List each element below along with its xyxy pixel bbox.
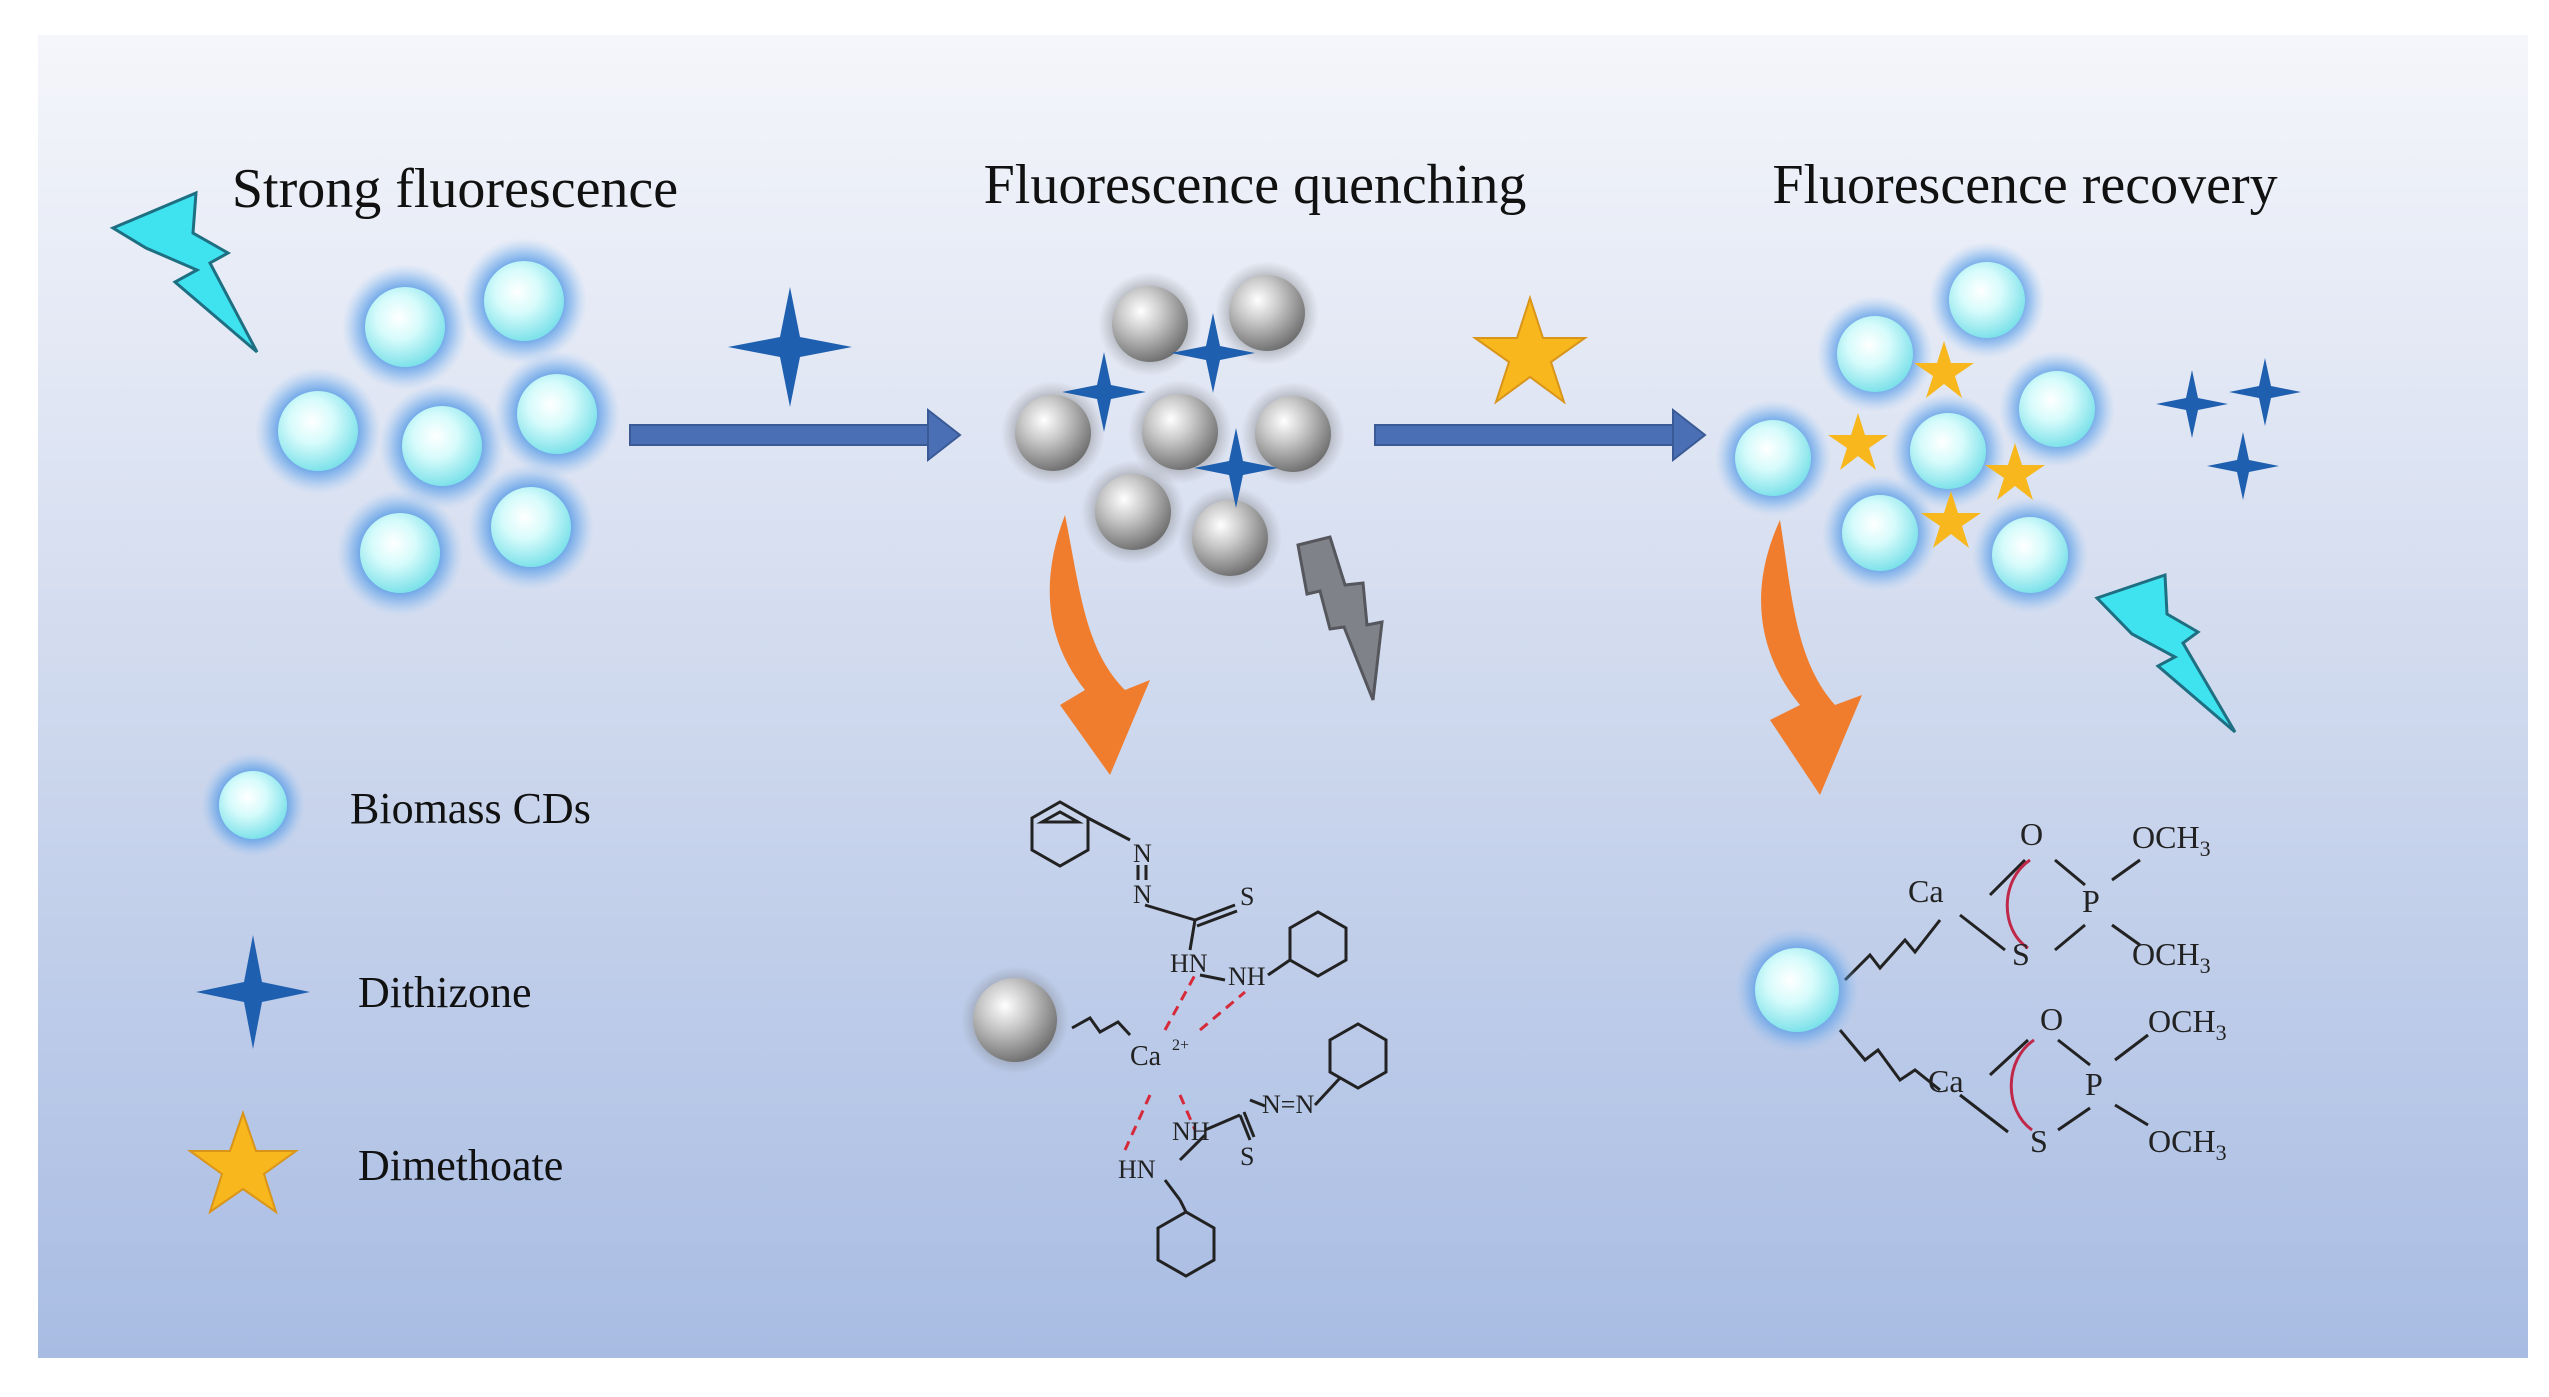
benzene-ring (1030, 800, 1090, 868)
reaction-arrow-1 (629, 407, 962, 463)
released-dithizone (2156, 358, 2301, 500)
title-fluorescence-recovery: Fluorescence recovery (1772, 154, 2277, 216)
dimethoate-icon (1471, 294, 1589, 405)
cd-sphere (1929, 242, 2045, 358)
dithizone-icon (728, 287, 852, 407)
quenched-sphere (1178, 486, 1282, 590)
chelate-bonds (2005, 858, 2035, 1132)
group-och3: OCH3 (2148, 1003, 2227, 1045)
atom-s: S (1240, 1142, 1254, 1171)
cd-sphere (255, 368, 381, 494)
lightning-bolt-icon (109, 190, 259, 354)
atom-ca: Ca (1908, 873, 1944, 909)
atom-n: N (1133, 839, 1152, 868)
group-och3: OCH3 (2148, 1123, 2227, 1165)
atom-nh: NH (1172, 1117, 1210, 1146)
dithizone-icon (2207, 432, 2279, 500)
legend-label-dimethoate: Dimethoate (358, 1141, 563, 1190)
coordination-bonds (1123, 974, 1246, 1151)
curved-arrow-recovery (1761, 520, 1862, 795)
quenched-sphere (1215, 261, 1319, 365)
cd-sphere (379, 383, 505, 509)
legend-label-cds: Biomass CDs (350, 784, 591, 833)
curved-arrow-quenching (1049, 515, 1150, 775)
legend-dimethoate-icon (186, 1109, 300, 1215)
cd-sphere (1822, 475, 1938, 591)
legend-dithizone-icon (196, 935, 310, 1049)
quenched-sphere (1001, 381, 1105, 485)
lightning-bolt-gray-icon (1296, 535, 1384, 701)
quenched-sphere (1098, 272, 1202, 376)
cd-cluster-strong (255, 238, 620, 616)
cd-sphere (468, 464, 594, 590)
cd-sphere (461, 238, 587, 364)
atom-p: P (2085, 1066, 2103, 1102)
atom-ca: Ca (1130, 1041, 1162, 1072)
atom-nh: NH (1228, 962, 1266, 991)
legend-label-dithizone: Dithizone (358, 968, 532, 1017)
dimethoate-icon (1985, 443, 2045, 500)
group-och3: OCH3 (2132, 936, 2211, 978)
chemical-structure-left (1030, 800, 1388, 1278)
atom-o: O (2020, 816, 2043, 852)
atom-o: O (2040, 1001, 2063, 1037)
background-panel (38, 35, 2528, 1358)
atom-s: S (2012, 936, 2030, 972)
dimethoate-icon (1828, 413, 1888, 470)
atom-hn: HN (1118, 1155, 1156, 1184)
lightning-bolt-icon (2094, 572, 2237, 734)
dithizone-icon (1194, 428, 1278, 508)
cd-sphere (494, 351, 620, 477)
legend: Biomass CDs Dithizone Dimethoate (186, 753, 591, 1215)
quenched-sphere (1128, 380, 1232, 484)
cd-sphere (1715, 400, 1831, 516)
cd-sphere (342, 264, 468, 390)
dithizone-icon (1171, 313, 1255, 393)
quenched-sphere (1081, 460, 1185, 564)
atom-n: N (1133, 880, 1152, 909)
title-strong-fluorescence: Strong fluorescence (232, 158, 678, 220)
dimethoate-icon (1914, 341, 1974, 398)
quenched-cluster (1001, 261, 1345, 590)
dithizone-icon (2156, 370, 2228, 438)
cd-sphere-bound (1735, 928, 1859, 1052)
atom-ca: Ca (1928, 1063, 1964, 1099)
atom-p: P (2082, 883, 2100, 919)
atom-s: S (1240, 882, 1254, 911)
cd-sphere (1817, 296, 1933, 412)
dithizone-icon (1062, 352, 1146, 432)
cd-cluster-recovery (1715, 242, 2115, 613)
quenched-sphere-bound (961, 966, 1069, 1074)
group-och3: OCH3 (2132, 819, 2211, 861)
dithizone-icon (2229, 358, 2301, 426)
atom-hn: HN (1170, 949, 1208, 978)
cd-sphere (1999, 351, 2115, 467)
cd-sphere (1890, 393, 2006, 509)
legend-cd-icon (201, 753, 305, 857)
title-fluorescence-quenching: Fluorescence quenching (984, 154, 1527, 216)
cd-sphere (1972, 497, 2088, 613)
atom-ca-charge: 2+ (1172, 1037, 1189, 1054)
chemical-structure-right (1838, 858, 2149, 1134)
atom-s: S (2030, 1123, 2048, 1159)
benzene-ring (1328, 1022, 1388, 1090)
cd-sphere (337, 490, 463, 616)
dimethoate-icon (1921, 491, 1981, 548)
quenched-sphere (1241, 382, 1345, 486)
reaction-arrow-2 (1374, 407, 1707, 463)
atom-nn: N=N (1262, 1090, 1314, 1119)
